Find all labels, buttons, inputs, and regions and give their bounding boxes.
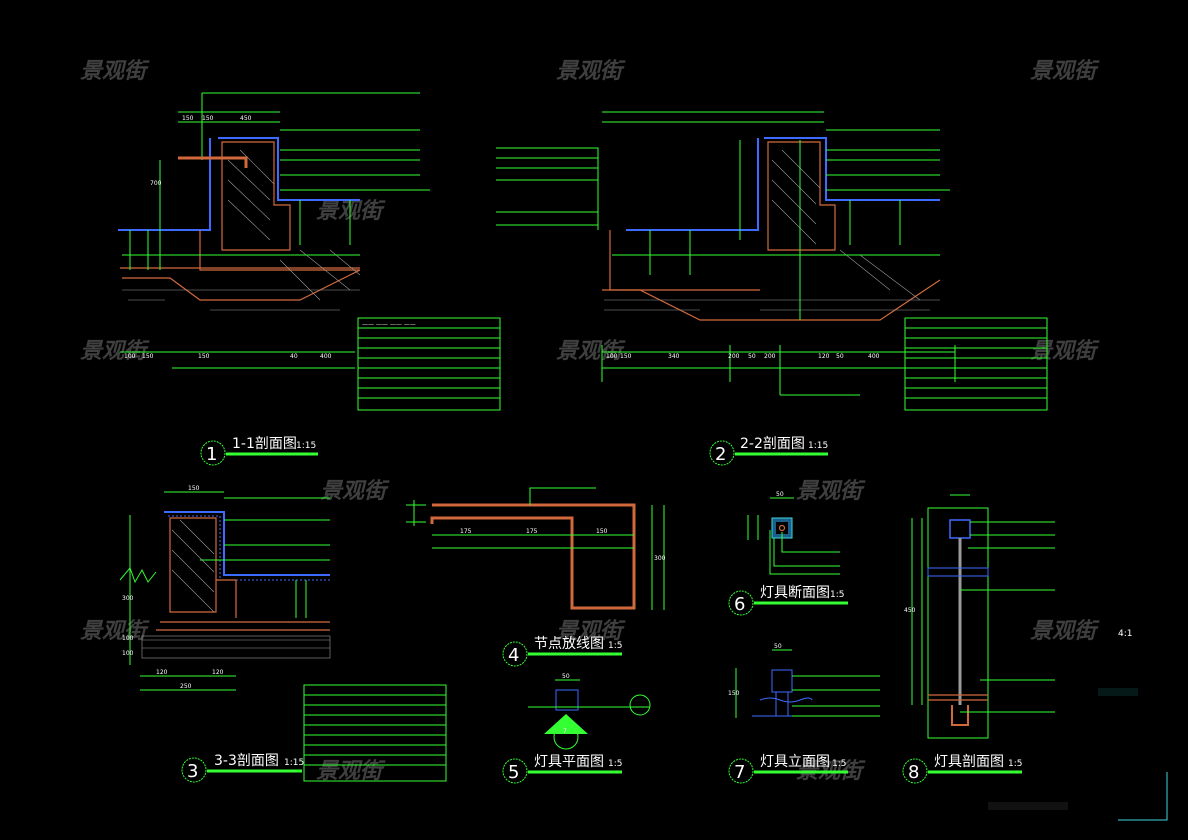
detail-title-7: 7 灯具立面图 1:5 <box>728 754 848 784</box>
svg-text:4: 4 <box>508 645 519 666</box>
detail-title-6: 6 灯具断面图 1:5 <box>728 585 848 616</box>
svg-text:1:5: 1:5 <box>830 590 844 600</box>
svg-text:100: 100 <box>122 635 134 642</box>
svg-text:300: 300 <box>654 555 666 562</box>
lamp-7-drawing: 50 150 <box>728 643 880 718</box>
svg-text:2-2剖面图: 2-2剖面图 <box>740 436 805 452</box>
svg-text:150: 150 <box>198 353 210 360</box>
detail-title-5: 5 灯具平面图 1:5 <box>502 754 622 784</box>
svg-text:50: 50 <box>836 353 844 360</box>
svg-text:450: 450 <box>904 607 916 614</box>
svg-text:1:5: 1:5 <box>608 641 622 651</box>
watermark: 景观街 <box>80 619 150 644</box>
svg-text:300: 300 <box>122 595 134 602</box>
detail-title-4: 4 节点放线图 1:5 <box>502 636 622 667</box>
svg-text:2: 2 <box>715 444 726 465</box>
lamp-5-drawing: 50 7 <box>528 673 651 750</box>
svg-text:150: 150 <box>596 528 608 535</box>
svg-text:4:1: 4:1 <box>1118 629 1132 639</box>
svg-text:灯具断面图: 灯具断面图 <box>760 585 830 601</box>
svg-text:340: 340 <box>668 353 680 360</box>
svg-text:50: 50 <box>774 643 782 650</box>
svg-text:200: 200 <box>728 353 740 360</box>
watermark: 景观街 <box>556 619 626 644</box>
svg-text:7: 7 <box>734 762 745 783</box>
svg-text:灯具剖面图: 灯具剖面图 <box>934 754 1004 770</box>
watermark: 景观街 <box>556 59 626 84</box>
watermark: 景观街 <box>1030 619 1100 644</box>
lamp-6-drawing: 50 <box>747 491 840 575</box>
svg-text:175: 175 <box>526 528 538 535</box>
svg-text:1: 1 <box>206 444 217 465</box>
section-3-drawing: 150 300 100 100 120 120 250 <box>119 485 447 782</box>
svg-text:1:15: 1:15 <box>284 758 304 768</box>
detail-title-2: 2 2-2剖面图 1:15 <box>709 436 828 466</box>
svg-text:150: 150 <box>728 690 740 697</box>
svg-text:100: 100 <box>606 353 618 360</box>
svg-text:40: 40 <box>290 353 298 360</box>
svg-text:450: 450 <box>240 115 252 122</box>
svg-text:100: 100 <box>122 650 134 657</box>
svg-text:100: 100 <box>124 353 136 360</box>
title-block: 4:1 <box>988 629 1168 821</box>
watermark: 景观街 <box>796 479 866 504</box>
svg-text:1:5: 1:5 <box>832 759 846 769</box>
svg-text:200: 200 <box>764 353 776 360</box>
svg-text:5: 5 <box>508 762 519 783</box>
detail-title-8: 8 灯具剖面图 1:5 <box>902 754 1022 784</box>
section-2-drawing: 100 150 340 200 50 200 120 50 400 <box>496 111 1048 411</box>
svg-text:120: 120 <box>156 669 168 676</box>
svg-text:700: 700 <box>150 180 162 187</box>
svg-text:7: 7 <box>563 728 567 735</box>
node-4-drawing: 175 175 150 300 <box>406 487 666 610</box>
watermarks: 景观街 景观街 景观街 景观街 景观街 景观街 景观街 景观街 景观街 景观街 … <box>80 59 1100 784</box>
svg-text:400: 400 <box>320 353 332 360</box>
svg-text:6: 6 <box>734 594 745 615</box>
svg-text:150: 150 <box>182 115 194 122</box>
watermark: 景观街 <box>320 479 390 504</box>
svg-text:3-3剖面图: 3-3剖面图 <box>214 753 279 769</box>
detail-title-1: 1 1-1剖面图 1:15 <box>200 436 318 466</box>
svg-text:1:15: 1:15 <box>808 441 828 451</box>
watermark: 景观街 <box>1030 59 1100 84</box>
svg-text:120: 120 <box>212 669 224 676</box>
svg-text:50: 50 <box>776 491 784 498</box>
svg-text:灯具平面图: 灯具平面图 <box>534 754 604 770</box>
watermark: 景观街 <box>316 759 386 784</box>
watermark: 景观街 <box>80 59 150 84</box>
watermark: 景观街 <box>1030 339 1100 364</box>
detail-title-3: 3 3-3剖面图 1:15 <box>181 753 304 783</box>
svg-text:150: 150 <box>142 353 154 360</box>
watermark: 景观街 <box>316 199 386 224</box>
svg-text:175: 175 <box>460 528 472 535</box>
svg-text:1:15: 1:15 <box>296 441 316 451</box>
svg-text:3: 3 <box>187 761 198 782</box>
svg-text:—— —— —— ——: —— —— —— —— <box>362 321 416 328</box>
svg-text:50: 50 <box>748 353 756 360</box>
svg-text:150: 150 <box>188 485 200 492</box>
svg-text:250: 250 <box>180 683 192 690</box>
lamp-8-drawing: 450 <box>904 494 1055 739</box>
svg-text:1:5: 1:5 <box>608 759 622 769</box>
svg-text:120: 120 <box>818 353 830 360</box>
svg-text:灯具立面图: 灯具立面图 <box>760 754 830 770</box>
svg-text:150: 150 <box>202 115 214 122</box>
svg-text:400: 400 <box>868 353 880 360</box>
svg-text:50: 50 <box>562 673 570 680</box>
svg-text:8: 8 <box>908 762 919 783</box>
svg-text:150: 150 <box>620 353 632 360</box>
svg-text:节点放线图: 节点放线图 <box>534 636 604 652</box>
section-1-drawing: 150 150 450 100 150 150 40 400 700 <box>118 92 501 411</box>
svg-text:1-1剖面图: 1-1剖面图 <box>232 436 297 452</box>
svg-text:1:5: 1:5 <box>1008 759 1022 769</box>
